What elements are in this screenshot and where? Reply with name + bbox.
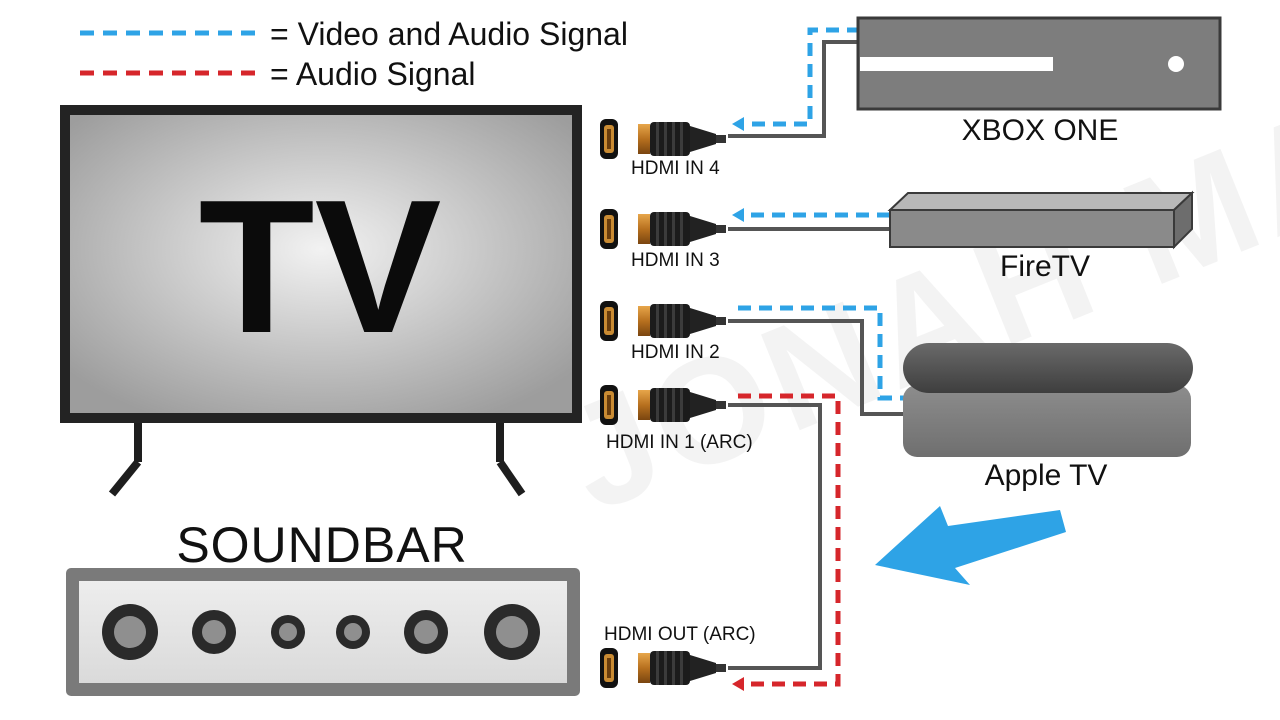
hdmi-port-icon (600, 119, 618, 159)
hdmi-out-label: HDMI OUT (ARC) (604, 624, 756, 645)
hdmi-in-3: HDMI IN 3 (600, 209, 726, 271)
signal-xbox (738, 27, 860, 127)
hdmi-in-4: HDMI IN 4 (600, 119, 726, 179)
cable-appletv (728, 319, 905, 416)
signals (738, 27, 905, 687)
firetv-top (887, 192, 1195, 211)
cable-xbox (728, 40, 860, 138)
firetv-label: FireTV (1000, 250, 1090, 283)
tv-label: TV (199, 161, 442, 373)
hdmi-in-3-label: HDMI IN 3 (631, 250, 720, 271)
direction-arrow-icon (875, 506, 1066, 585)
hdmi-plug-icon (638, 122, 726, 156)
legend-video-audio-label: = Video and Audio Signal (270, 16, 628, 52)
hdmi-port-icon (600, 301, 618, 341)
appletv-label: Apple TV (985, 459, 1108, 492)
tv: TV (60, 105, 582, 497)
hdmi-port-icon (600, 385, 618, 425)
hdmi-in-2-label: HDMI IN 2 (631, 342, 720, 363)
signal-appletv (738, 305, 905, 401)
apple-tv: Apple TV (903, 343, 1193, 492)
hdmi-in-1-arc: HDMI IN 1 (ARC) (600, 385, 753, 453)
xbox-disc-slot (860, 57, 1053, 71)
hdmi-out-arc: HDMI OUT (ARC) (600, 624, 756, 688)
signal-audio-return (738, 393, 841, 687)
soundbar-label: SOUNDBAR (176, 517, 467, 573)
hdmi-in-1-label: HDMI IN 1 (ARC) (606, 432, 753, 453)
xbox-label: XBOX ONE (962, 114, 1119, 147)
appletv-side (903, 385, 1191, 457)
cable-arc (728, 403, 822, 670)
cables (728, 40, 905, 670)
hdmi-port-icon (600, 648, 618, 688)
appletv-top (903, 343, 1193, 393)
firetv-front (889, 209, 1175, 248)
legend: = Video and Audio Signal = Audio Signal (80, 16, 628, 92)
legend-audio-label: = Audio Signal (270, 56, 476, 92)
xbox-power-icon (1168, 56, 1184, 72)
hdmi-plug-icon (638, 651, 726, 685)
soundbar-speakers (102, 604, 540, 660)
firetv: FireTV (887, 190, 1195, 283)
soundbar: SOUNDBAR (66, 517, 580, 696)
hdmi-plug-icon (638, 212, 726, 246)
hdmi-in-2: HDMI IN 2 (600, 301, 726, 363)
signal-arrowheads (732, 117, 744, 691)
tv-screen (70, 115, 572, 413)
tv-stand-left-foot (108, 459, 142, 497)
xbox-one: XBOX ONE (856, 16, 1222, 147)
hdmi-port-icon (600, 209, 618, 249)
tv-stand-right-foot (496, 459, 526, 497)
hdmi-in-4-label: HDMI IN 4 (631, 158, 720, 179)
